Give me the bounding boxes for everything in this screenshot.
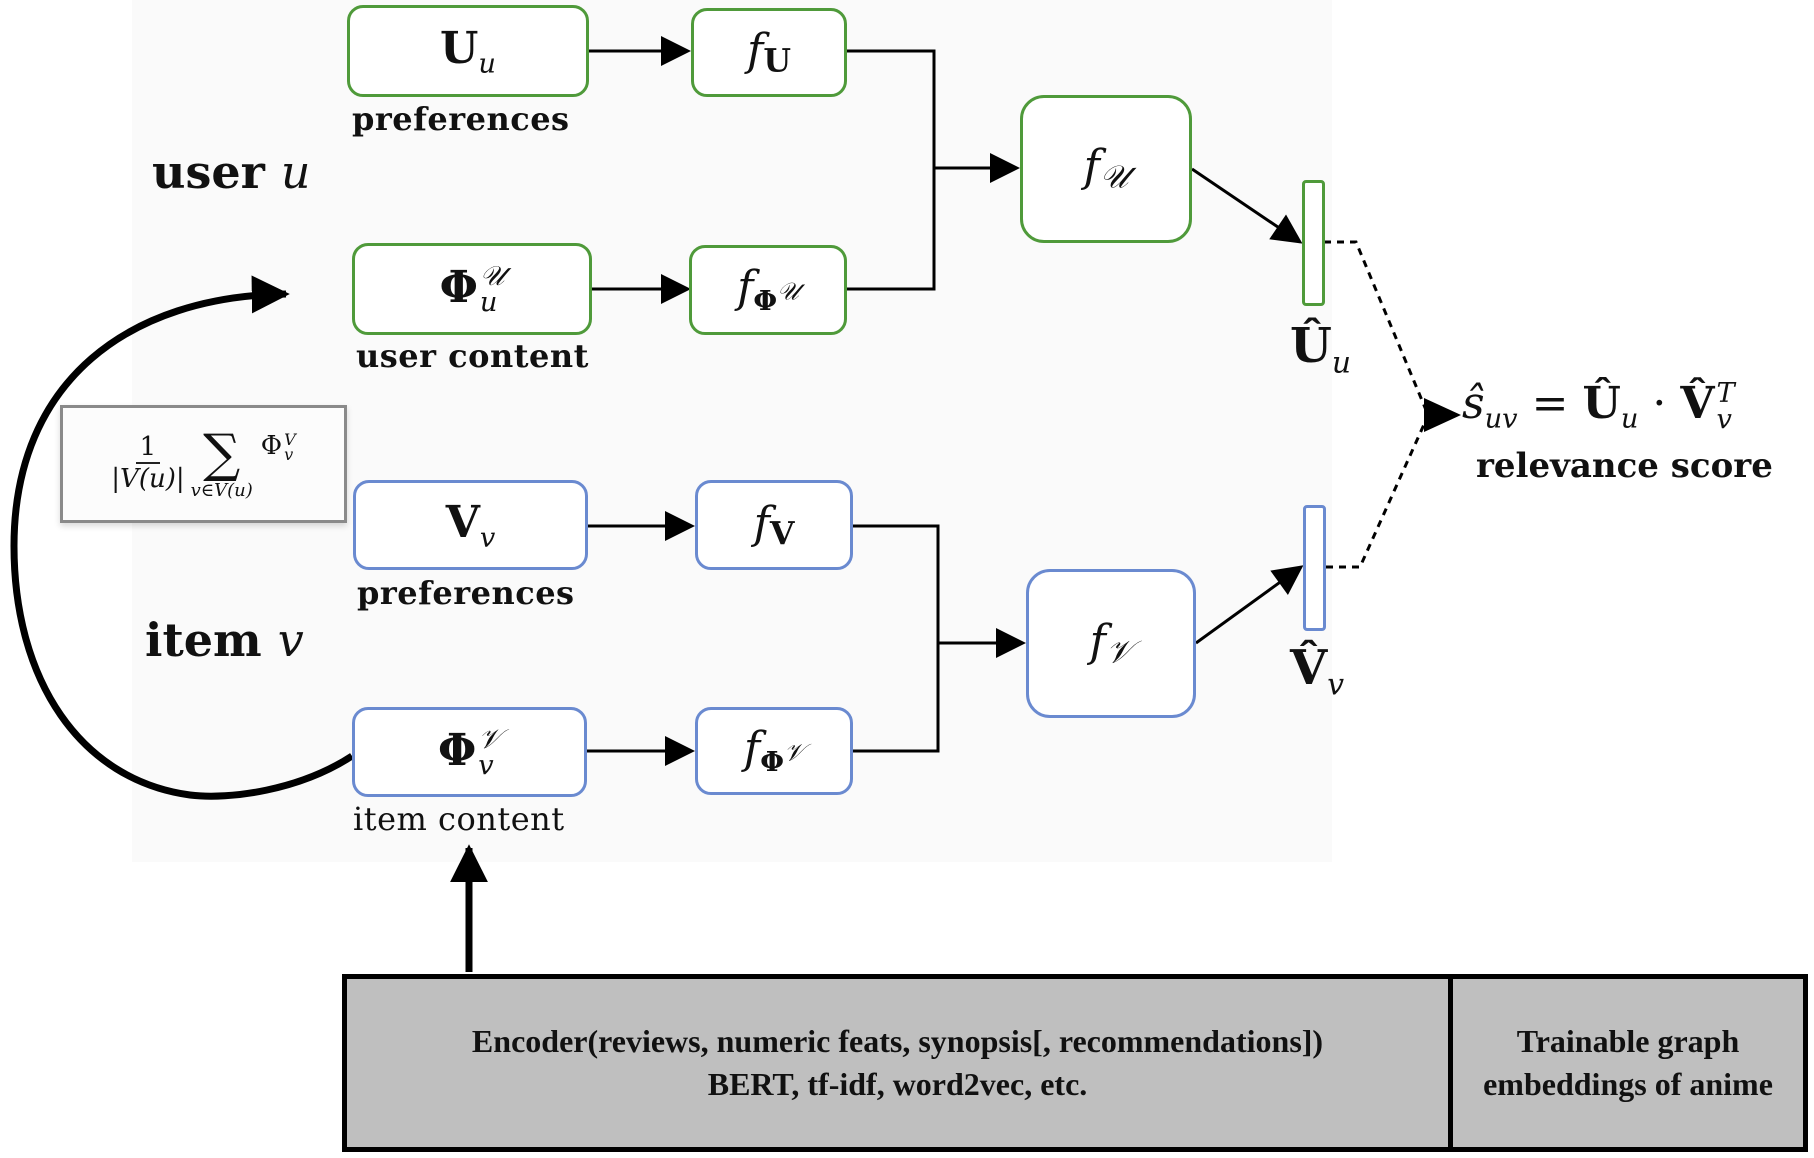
func-sub: Φ <box>760 746 784 779</box>
node-base: Φ <box>437 724 477 776</box>
relevance-caption: relevance score <box>1476 446 1773 486</box>
node-f-PhiV[interactable]: fΦ𝒱 <box>695 707 853 795</box>
embedding-sub: u <box>1331 345 1352 381</box>
score-arrowhead <box>1424 398 1461 432</box>
score-symbol: ŝ <box>1462 378 1485 429</box>
node-item-preferences[interactable]: Vv <box>353 480 588 570</box>
embedding-base: V̂ <box>1290 640 1328 696</box>
func-f: f <box>753 497 770 549</box>
node-sub: v <box>479 522 496 554</box>
caption-user-content: user content <box>356 337 589 375</box>
embedding-base: Û <box>1290 318 1332 374</box>
equals-sign: = <box>1531 378 1569 429</box>
term-sup: V <box>284 430 296 450</box>
func-sub: 𝒱 <box>1105 634 1133 671</box>
func-f: f <box>1089 615 1106 667</box>
term-base: Φ <box>260 431 283 462</box>
embedding-label-item: V̂v <box>1290 640 1344 702</box>
node-sup: 𝒰 <box>479 261 505 293</box>
arrow-fVcal-to-Vhat <box>1195 565 1304 645</box>
node-base: Φ <box>439 261 478 313</box>
encoder-text-cell: Encoder(reviews, numeric feats, synopsis… <box>347 979 1453 1147</box>
item-label-word: item <box>145 613 262 667</box>
node-f-V[interactable]: fV <box>695 480 853 570</box>
node-sub: u <box>479 287 498 319</box>
aggregation-loop-arrow <box>10 275 354 800</box>
fraction: 1 |V(u)| <box>111 433 184 495</box>
node-f-U[interactable]: fU <box>691 8 847 97</box>
summation: ∑ v∈V(u) <box>191 428 253 501</box>
arrow-fUcal-to-Uhat <box>1191 167 1303 244</box>
graph-embeddings-line-2: embeddings of anime <box>1483 1066 1773 1102</box>
sum-limit: v∈V(u) <box>190 479 253 501</box>
fraction-numerator: 1 <box>135 433 161 464</box>
uhat-sub: u <box>1620 403 1639 435</box>
term-sub: v <box>284 445 294 465</box>
caption-item-content: item content <box>353 800 565 838</box>
node-f-PhiU[interactable]: fΦ𝒰 <box>689 245 847 335</box>
encoder-panel: Encoder(reviews, numeric feats, synopsis… <box>342 974 1808 1152</box>
func-f: f <box>747 25 764 77</box>
func-f: f <box>743 723 761 775</box>
dashed-Vhat-to-score <box>1326 419 1428 569</box>
node-f-Ucal[interactable]: f𝒰 <box>1020 95 1192 243</box>
score-sub: uv <box>1484 403 1518 435</box>
node-sub: u <box>478 48 496 80</box>
user-label-var: u <box>280 145 311 199</box>
node-base: U <box>440 22 479 74</box>
vhat-sup: T <box>1716 377 1735 409</box>
embedding-bar-user <box>1302 180 1325 306</box>
item-side-label: item v <box>145 613 304 667</box>
func-sub: U <box>763 42 791 80</box>
caption-item-preferences: preferences <box>357 574 575 612</box>
encoder-line-2: BERT, tf-idf, word2vec, etc. <box>707 1066 1088 1102</box>
func-sub-sup: 𝒰 <box>777 278 799 306</box>
node-f-Vcal[interactable]: f𝒱 <box>1026 569 1196 718</box>
func-sub: V <box>769 515 795 553</box>
graph-embeddings-line-1: Trainable graph <box>1516 1022 1740 1059</box>
embedding-label-user: Ûu <box>1290 318 1351 380</box>
encoder-line-1: Encoder(reviews, numeric feats, synopsis… <box>471 1022 1324 1059</box>
func-f: f <box>737 262 754 314</box>
node-user-preferences[interactable]: Uu <box>347 5 589 97</box>
vhat-symbol: V̂ <box>1680 378 1715 429</box>
func-sub: Φ <box>753 285 778 318</box>
dot-operator: · <box>1652 378 1667 429</box>
node-sup: 𝒱 <box>478 724 502 756</box>
connector-user-merge <box>847 49 936 291</box>
graph-embeddings-cell: Trainable graph embeddings of anime <box>1453 979 1803 1147</box>
vhat-sub: v <box>1716 403 1732 435</box>
fraction-denominator: |V(u)| <box>111 463 185 494</box>
func-sub-sup: 𝒱 <box>783 739 805 767</box>
caption-user-preferences: preferences <box>352 100 570 138</box>
item-label-var: v <box>277 613 304 667</box>
sigma-symbol: ∑ <box>203 423 241 484</box>
embedding-sub: v <box>1327 667 1345 703</box>
node-sub: v <box>478 750 494 782</box>
user-side-label: user u <box>152 145 311 199</box>
dashed-Uhat-to-score <box>1324 240 1428 411</box>
connector-item-merge <box>853 524 940 753</box>
func-sub: 𝒰 <box>1099 159 1129 196</box>
uhat-symbol: Û <box>1582 378 1621 429</box>
embedding-bar-item <box>1303 505 1326 631</box>
func-f: f <box>1083 141 1100 193</box>
node-base: V <box>445 496 480 548</box>
user-label-word: user <box>152 145 265 199</box>
